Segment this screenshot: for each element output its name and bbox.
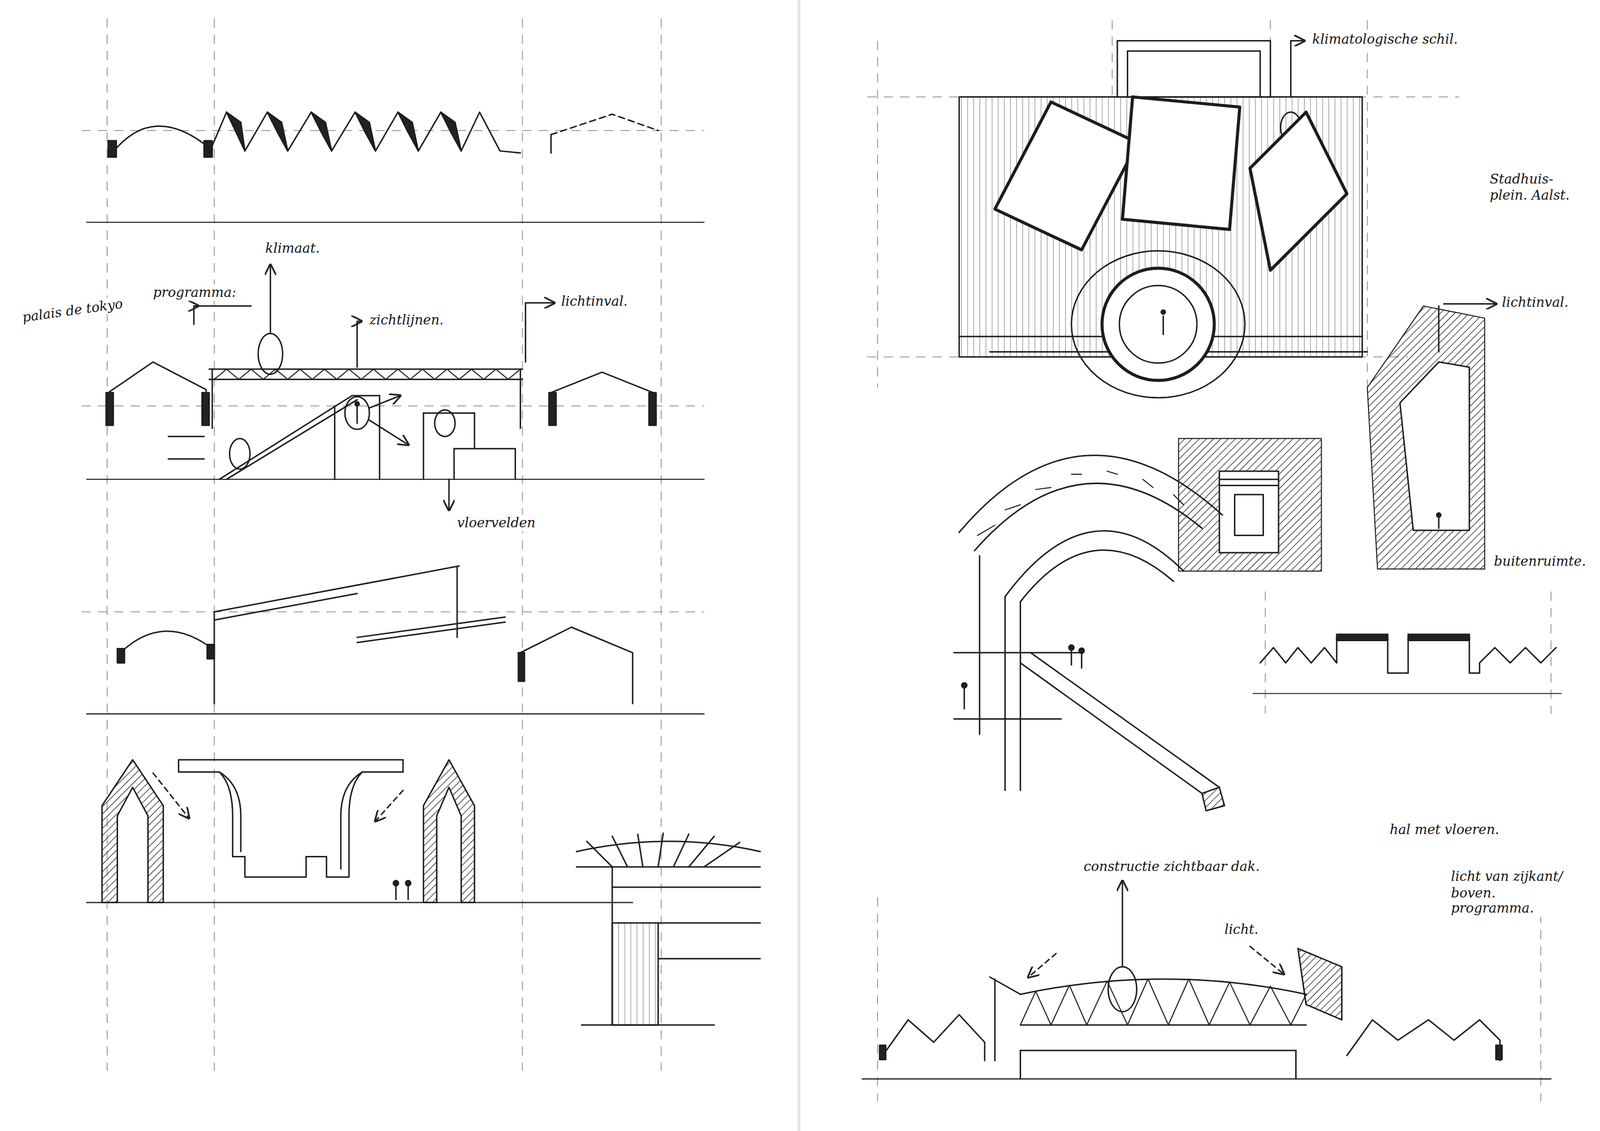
handwritten-note: buitenruimte. xyxy=(1491,553,1589,571)
handwritten-note: programma: xyxy=(150,284,239,301)
handwritten-note: klimaat. xyxy=(263,240,322,257)
handwritten-note: vloervelden xyxy=(455,514,538,532)
handwritten-note: licht van zijkant/ boven. programma. xyxy=(1449,869,1584,918)
handwritten-note: Stadhuis- plein. Aalst. xyxy=(1487,171,1584,203)
handwritten-note: zichtlijnen. xyxy=(367,312,446,329)
handwritten-note: klimatologische schil. xyxy=(1310,31,1461,48)
handwritten-note: lichtinval. xyxy=(1500,294,1571,312)
handwritten-note: palais de tokyo xyxy=(19,295,126,326)
handwritten-note: licht. xyxy=(1222,922,1261,939)
handwritten-note: constructie zichtbaar dak. xyxy=(1081,858,1262,875)
handwritten-note: hal met vloeren. xyxy=(1387,822,1502,839)
handwritten-note: lichtinval. xyxy=(559,293,630,311)
